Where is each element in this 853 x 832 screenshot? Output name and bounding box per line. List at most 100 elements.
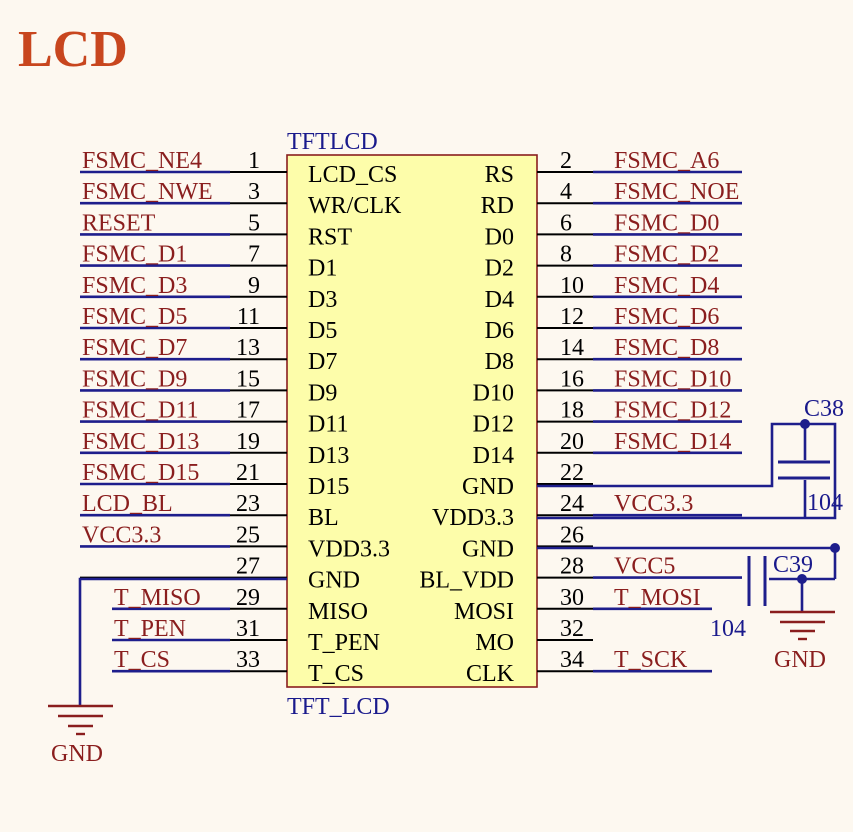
net-label: FSMC_D3 (82, 273, 187, 299)
pin-label: MO (475, 630, 514, 656)
pin-number: 19 (236, 429, 260, 455)
pin-label: D1 (308, 256, 337, 282)
pin-label: RST (308, 224, 352, 250)
pin-number: 21 (236, 460, 260, 486)
net-label: FSMC_D5 (82, 304, 187, 330)
pin-label: D13 (308, 443, 349, 469)
net-label: FSMC_D10 (614, 366, 731, 392)
pin-label: T_PEN (308, 630, 380, 656)
pin-number: 20 (560, 429, 584, 455)
pin-label: D14 (473, 443, 514, 469)
pin-number: 7 (248, 242, 260, 268)
pin-label: D7 (308, 349, 337, 375)
pin-number: 32 (560, 616, 584, 642)
net-label: VCC3.3 (82, 522, 161, 548)
capacitor-c39[interactable] (747, 556, 767, 606)
net-label: FSMC_D2 (614, 242, 719, 268)
net-label: FSMC_D14 (614, 429, 731, 455)
pin-label: BL_VDD (419, 568, 514, 594)
pin-number: 9 (248, 273, 260, 299)
component-designator: TFTLCD (287, 129, 378, 155)
pin-number: 4 (560, 179, 572, 205)
pin-label: GND (462, 474, 514, 500)
pin-label: D12 (473, 412, 514, 438)
pin-label: CLK (466, 661, 515, 687)
pin-label: LCD_CS (308, 162, 397, 188)
pin-label: WR/CLK (308, 193, 402, 219)
pin-label: MISO (308, 599, 368, 625)
net-label: FSMC_D13 (82, 429, 199, 455)
net-label: FSMC_D15 (82, 460, 199, 486)
c39-value: 104 (710, 616, 746, 642)
pin-number: 2 (560, 148, 572, 174)
net-label: FSMC_NE4 (82, 148, 202, 174)
pin-number: 23 (236, 491, 260, 517)
pin-number: 14 (560, 335, 584, 361)
net-label: T_MISO (114, 585, 201, 611)
net-label: FSMC_D0 (614, 210, 719, 236)
gnd-label-left: GND (51, 741, 103, 767)
pin-number: 29 (236, 585, 260, 611)
c38-designator: C38 (804, 396, 844, 422)
gnd-wire-left (78, 577, 287, 706)
pin-number: 5 (248, 210, 260, 236)
net-label: FSMC_D11 (82, 398, 198, 424)
pin-label: VDD3.3 (308, 536, 390, 562)
pin-label: BL (308, 505, 339, 531)
pin-number: 11 (237, 304, 260, 330)
net-label: FSMC_D6 (614, 304, 719, 330)
net-label: T_MOSI (614, 585, 701, 611)
pin-number: 6 (560, 210, 572, 236)
right-pins: FSMC_A62RSFSMC_NOE4RDFSMC_D06D0FSMC_D28D… (419, 148, 742, 687)
pin-number: 25 (236, 522, 260, 548)
pin-label: D2 (485, 256, 514, 282)
pin-label: T_CS (308, 661, 364, 687)
component-body[interactable] (286, 154, 538, 688)
ground-symbol-right (770, 610, 835, 641)
c38-wire-vcc (537, 422, 837, 520)
pin-label: D5 (308, 318, 337, 344)
c38-wire-gnd (537, 422, 805, 488)
capacitor-c38[interactable] (778, 424, 830, 518)
c38-value: 104 (807, 490, 843, 516)
pin-label: D8 (485, 349, 514, 375)
pin-number: 31 (236, 616, 260, 642)
pin-number: 13 (236, 335, 260, 361)
pin-number: 27 (236, 554, 260, 580)
